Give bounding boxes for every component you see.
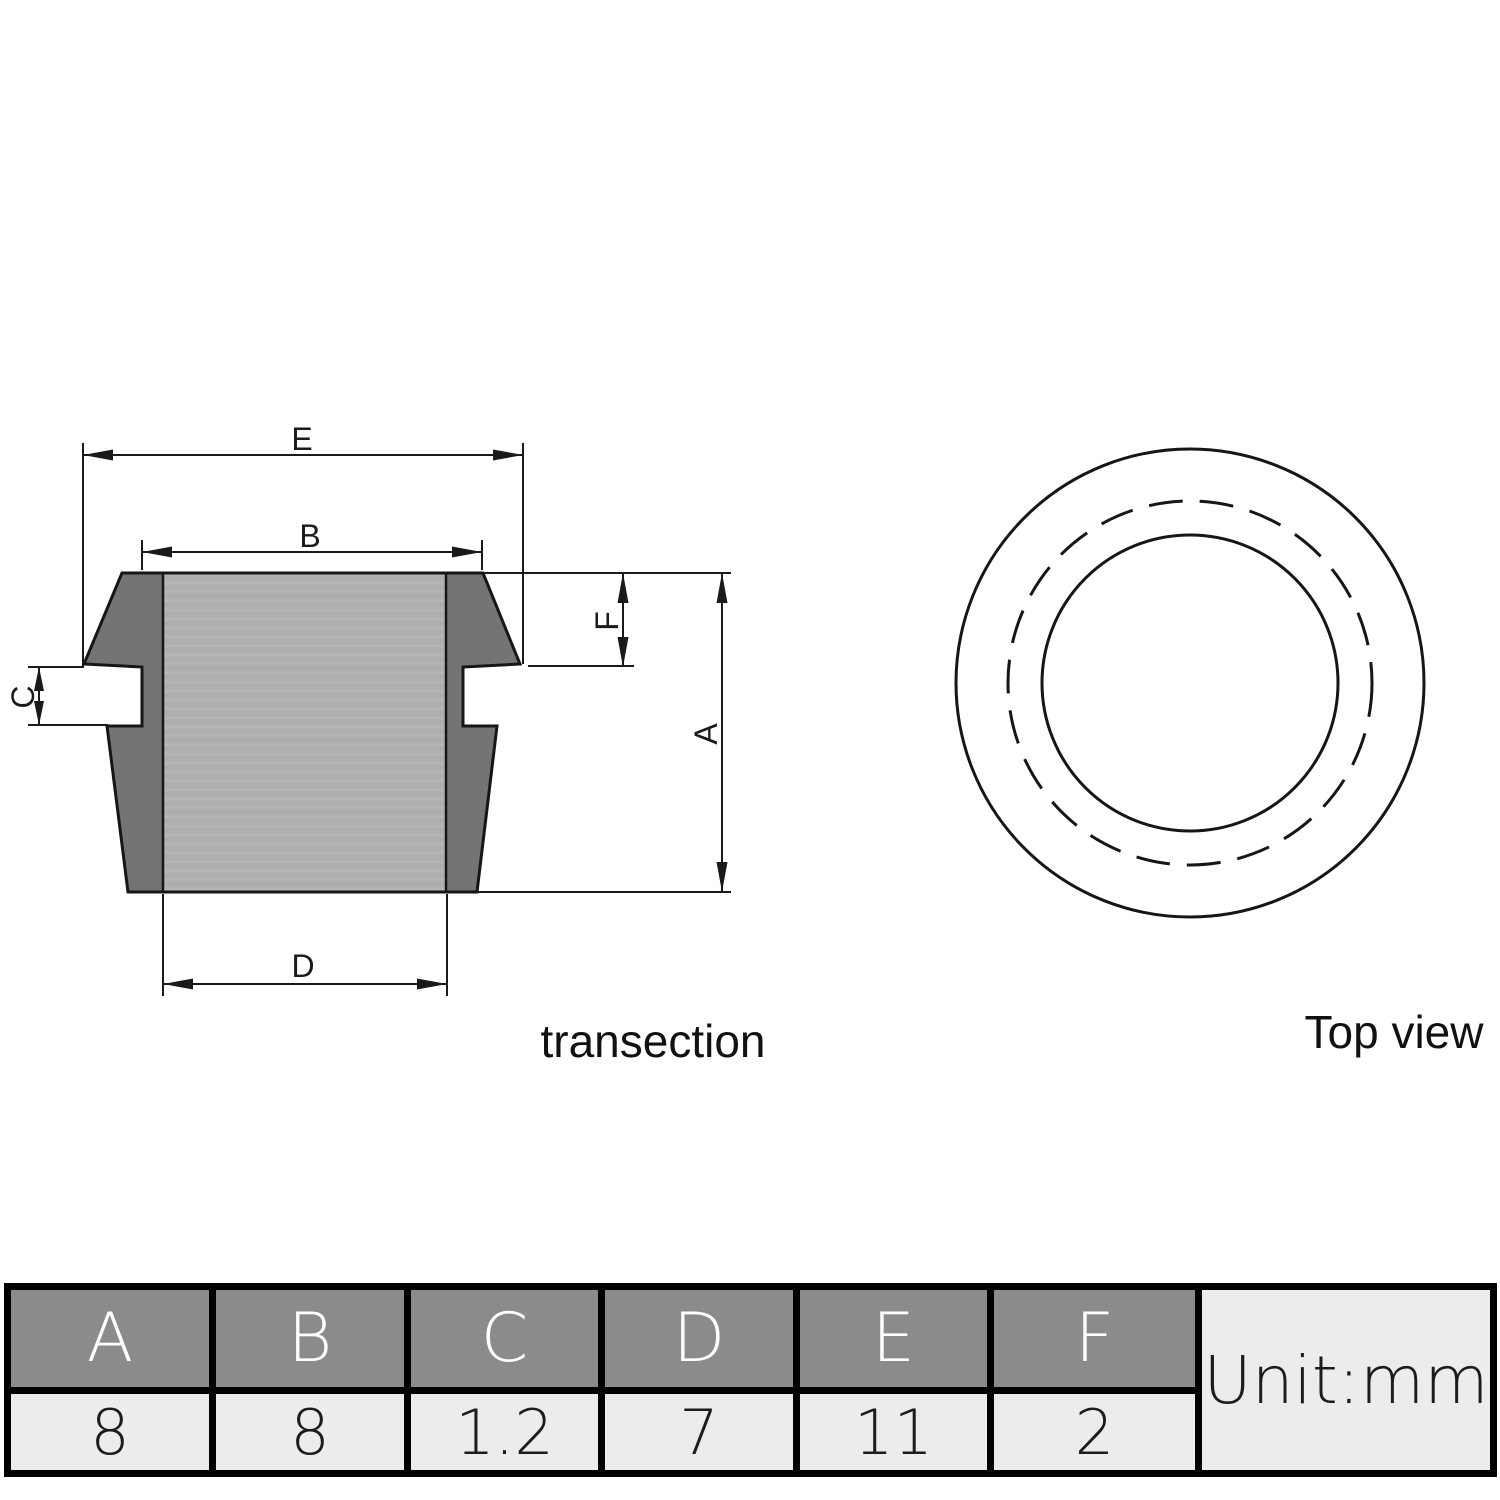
dimensions-table: A B C D E F Unit:mm 8 8 1.2 7 11 2: [4, 1283, 1497, 1477]
table-header-d: D: [598, 1283, 800, 1394]
table-value-c: 1.2: [404, 1387, 605, 1477]
top-view-groove-dashed-circle: [1006, 499, 1374, 867]
cross-section-caption: transection: [540, 1015, 765, 1067]
table-header-e: E: [793, 1283, 994, 1394]
dim-label-c: C: [5, 685, 41, 708]
grommet-technical-drawing: E B F A: [5, 421, 1485, 1067]
dim-label-d: D: [291, 948, 314, 984]
dimension-F: F: [483, 572, 731, 667]
cross-section-view: E B F A: [5, 421, 766, 1067]
dimension-B: B: [141, 518, 483, 570]
unit-cell: Unit:mm: [1195, 1283, 1497, 1477]
dim-label-a: A: [688, 723, 724, 745]
dimension-E: E: [82, 421, 524, 666]
top-view-outer-circle: [954, 447, 1426, 919]
dimension-C: C: [5, 666, 108, 726]
table-value-f: 2: [987, 1387, 1202, 1477]
top-view-caption: Top view: [1305, 1006, 1485, 1058]
grommet-section-core: [163, 574, 446, 891]
table-header-f: F: [987, 1283, 1202, 1394]
dim-label-b: B: [299, 518, 320, 554]
top-view-inner-circle: [1040, 533, 1340, 833]
table-header-b: B: [209, 1283, 411, 1394]
table-value-b: 8: [209, 1387, 411, 1477]
table-header-row: A B C D E F Unit:mm: [4, 1283, 1497, 1477]
top-view: Top view: [954, 447, 1485, 1058]
table-header-c: C: [404, 1283, 605, 1394]
dim-label-f: F: [589, 611, 625, 631]
table-value-a: 8: [4, 1387, 216, 1477]
table-value-row: 8 8 1.2 7 11 2: [4, 1387, 1494, 1477]
dimension-A: A: [477, 573, 731, 893]
table-value-d: 7: [598, 1387, 800, 1477]
dimension-D: D: [162, 894, 448, 996]
dim-label-e: E: [291, 421, 312, 457]
table-header-a: A: [4, 1283, 216, 1394]
table-value-e: 11: [793, 1387, 994, 1477]
